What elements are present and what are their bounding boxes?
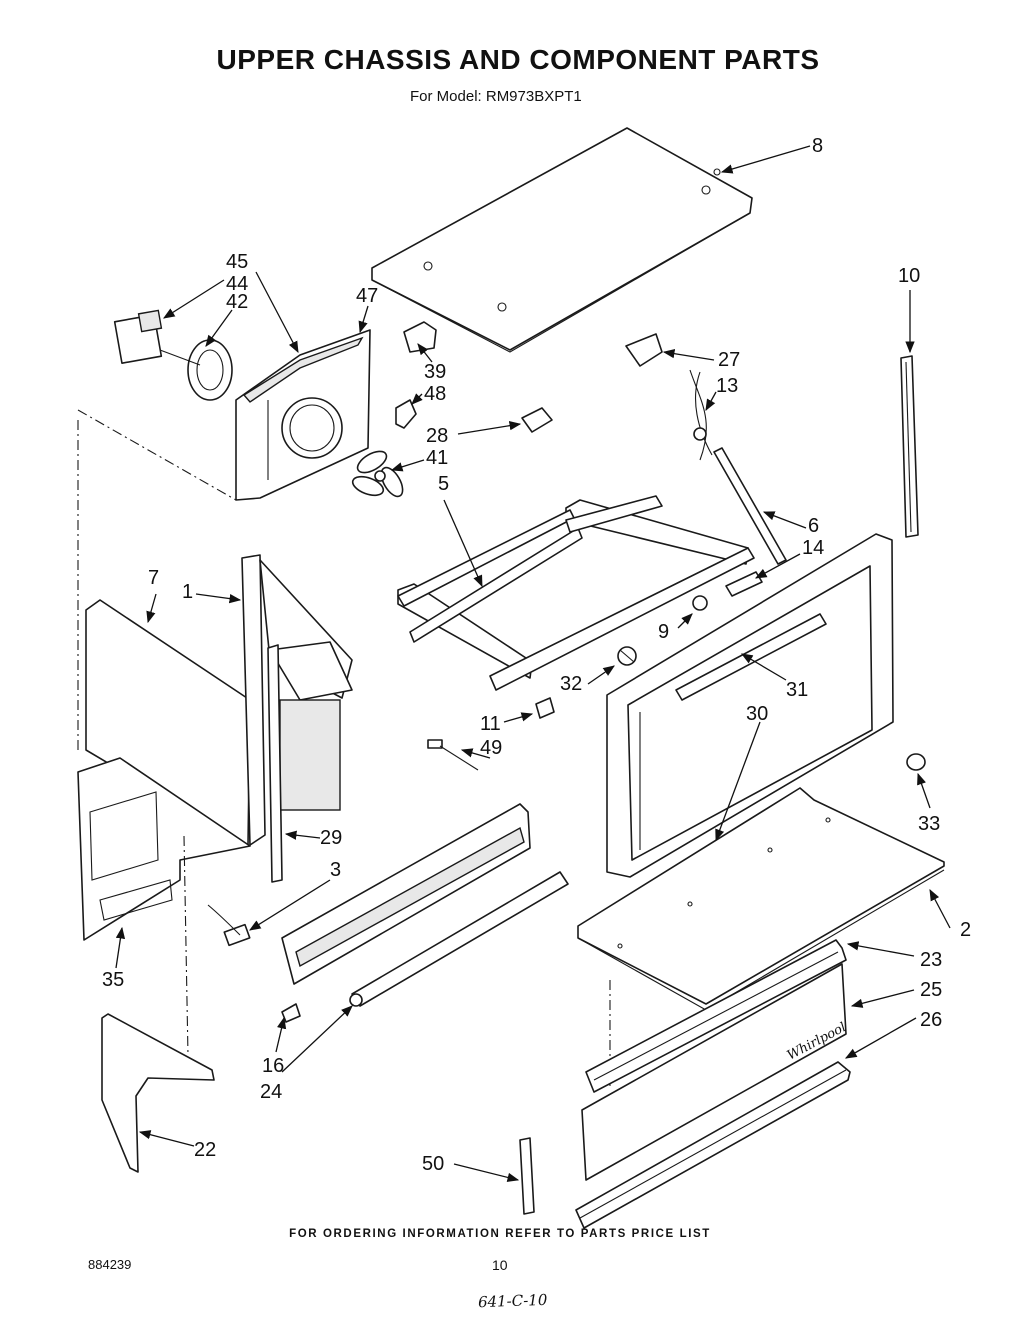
- page-number: 10: [492, 1257, 508, 1273]
- bottom-trim: [575, 1061, 851, 1229]
- callout-11: 11: [480, 713, 501, 735]
- cabinet-left-panel: [85, 554, 353, 847]
- callout-14: 14: [802, 537, 824, 559]
- callout-42: 42: [226, 291, 248, 313]
- document-number: 884239: [88, 1257, 132, 1272]
- callout-48: 48: [424, 383, 446, 405]
- callout-labels: 8 10 45 44 42 47 39 48 27 13 28 41 5 6 1…: [102, 135, 971, 1175]
- rail-frame: [397, 495, 755, 691]
- callout-13: 13: [716, 375, 738, 397]
- callout-27: 27: [718, 349, 740, 371]
- callout-49: 49: [480, 737, 502, 759]
- callout-25: 25: [920, 979, 942, 1001]
- handwritten-note: 641-C-10: [477, 1290, 548, 1312]
- switch-wire: [427, 739, 479, 771]
- callout-8: 8: [812, 135, 823, 157]
- fan-blade: [351, 450, 404, 498]
- knobs: [617, 595, 708, 666]
- callout-9: 9: [658, 621, 669, 643]
- callout-41: 41: [426, 447, 448, 469]
- vertical-rib: [267, 644, 283, 883]
- callout-1: 1: [182, 581, 193, 603]
- light-channel-assembly: [207, 803, 569, 1023]
- callout-2: 2: [960, 919, 971, 941]
- top-cover-plate: [371, 127, 753, 353]
- strut-bracket: [725, 571, 763, 597]
- clip: [535, 697, 555, 719]
- button-knob: [906, 753, 926, 771]
- callout-6: 6: [808, 515, 819, 537]
- callout-44: 44: [226, 273, 248, 295]
- callout-33: 33: [918, 813, 940, 835]
- callout-16: 16: [262, 1055, 284, 1077]
- callout-35: 35: [102, 969, 124, 991]
- callout-30: 30: [746, 703, 768, 725]
- model-subtitle: For Model: RM973BXPT1: [410, 88, 582, 105]
- callout-24: 24: [260, 1081, 282, 1103]
- callout-45: 45: [226, 251, 248, 273]
- callout-22: 22: [194, 1139, 216, 1161]
- lower-corner-bracket: [101, 1013, 215, 1173]
- right-trim-strip: [900, 355, 919, 538]
- callout-23: 23: [920, 949, 942, 971]
- callout-29: 29: [320, 827, 342, 849]
- small-post: [519, 1137, 535, 1215]
- callout-leaders: [115, 145, 951, 1182]
- callout-50: 50: [422, 1153, 444, 1175]
- ordering-note: FOR ORDERING INFORMATION REFER TO PARTS …: [289, 1228, 711, 1240]
- alignment-line-center: [183, 835, 189, 1057]
- trim-channel: [585, 939, 847, 1093]
- callout-26: 26: [920, 1009, 942, 1031]
- blower-housing: [235, 329, 371, 501]
- callout-47: 47: [356, 285, 378, 307]
- callout-39: 39: [424, 361, 446, 383]
- callout-31: 31: [786, 679, 808, 701]
- callout-3: 3: [330, 859, 341, 881]
- blower-motor-assembly: [113, 309, 233, 401]
- callout-5: 5: [438, 473, 449, 495]
- callout-10: 10: [898, 265, 920, 287]
- callout-32: 32: [560, 673, 582, 695]
- lower-side-panel: [77, 757, 251, 941]
- page-title: UPPER CHASSIS AND COMPONENT PARTS: [216, 44, 820, 75]
- alignment-line-top: [77, 409, 237, 501]
- damper-and-strut: [689, 369, 787, 565]
- callout-7: 7: [148, 567, 159, 589]
- callout-28: 28: [426, 425, 448, 447]
